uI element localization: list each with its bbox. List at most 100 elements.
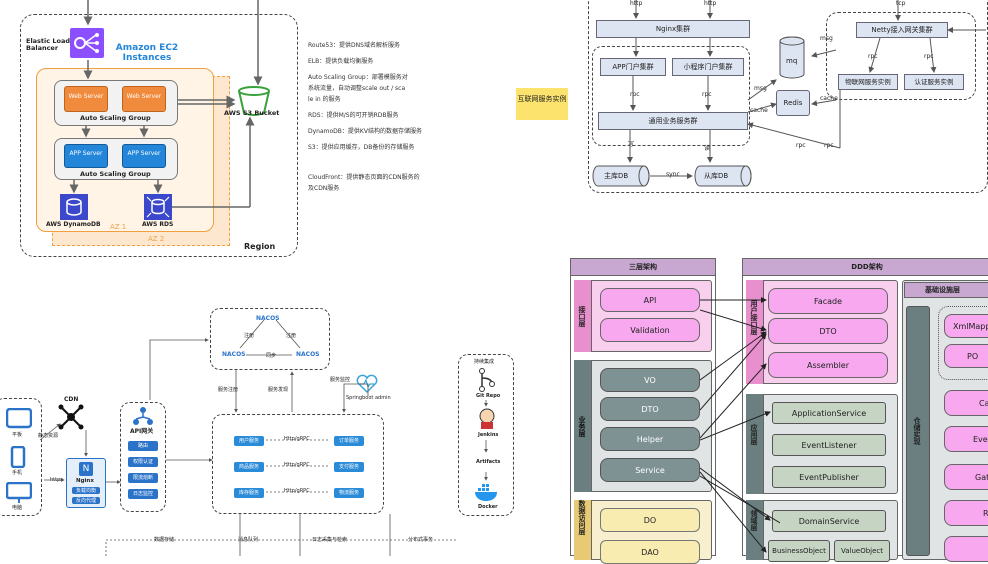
gateway-group [120, 402, 166, 512]
note-line: DynamoDB：提供KV结构的数据存储服务 [308, 128, 422, 135]
interface-layer-side: 接口层 [574, 280, 592, 352]
rpc-link-label: Http/gRPC [284, 436, 310, 442]
cicd-title: 持续集成 [474, 359, 495, 365]
app-server-2: APP Server [122, 144, 166, 168]
docker-label: Docker [478, 504, 498, 510]
aws-notes: Route53：提供DNS域名解析服务 ELB：提供负载均衡服务 Auto Sc… [308, 40, 458, 153]
domain-layer-side: 领域层 [746, 500, 764, 560]
redis-label: Redis [783, 99, 803, 107]
master-db-icon [592, 165, 650, 187]
infra-cache-label: Ca [979, 399, 988, 408]
cloudfront-line: 及CDN服务 [308, 185, 340, 192]
three-validation-label: Validation [630, 326, 670, 335]
services-group [212, 414, 384, 514]
service-label: 商品服务 [238, 464, 259, 470]
rpc-label: rpc [796, 142, 806, 149]
artifact-label: Artifacts [476, 459, 501, 465]
three-do-label: DO [643, 516, 657, 525]
tx-label: 分布式事务 [408, 537, 434, 543]
rpc-label: rpc [702, 91, 712, 98]
infra-extra [944, 536, 988, 562]
region-label: Region [244, 242, 276, 251]
gateway-icon [133, 407, 153, 425]
app-portal-cluster: APP门户集群 [600, 58, 666, 76]
tablet-icon [6, 408, 32, 429]
iot-service: 物联网服务实例 [838, 74, 898, 90]
ddd-application-service: ApplicationService [772, 402, 886, 424]
storage-label: 数据存储 [154, 537, 175, 543]
s3-label: AWS S3 Bucket [224, 109, 280, 117]
micro-arrows [39, 319, 488, 556]
sticky-note-label: 互联网服务实例 [517, 95, 567, 103]
nginx-feature-label: 反向代理 [75, 498, 96, 504]
three-service: Service [600, 458, 700, 482]
aws-region-frame [20, 14, 298, 257]
web-server-2-label: Web Server [126, 93, 162, 100]
gateway-feature-label: 日志监控 [132, 491, 153, 497]
docker-icon [475, 484, 497, 501]
domain-side-label: 领域层 [750, 510, 758, 531]
ddd-publisher-label: EventPublisher [799, 473, 859, 482]
gateway-feature: 路由 [128, 441, 158, 451]
ddd-domain-service: DomainService [772, 510, 886, 532]
ddd-dto: DTO [768, 318, 888, 344]
nacos-top: NACOS [256, 315, 280, 322]
dynamodb-label: AWS DynamoDB [46, 221, 101, 228]
mq-store-label: 消息队列 [238, 537, 259, 543]
nginx-feature: 负载均衡 [72, 487, 100, 494]
git-label: Git Repo [476, 393, 501, 399]
cache-label: cache [820, 95, 838, 102]
three-vo: VO [600, 368, 700, 392]
note-line: Auto Scaling Group：部署模服务对 [308, 74, 408, 81]
app-portal-label: APP门户集群 [612, 63, 654, 71]
infra-po-label: PO [967, 352, 979, 361]
ddd-dto-label: DTO [819, 327, 837, 336]
auth-service: 认证服务实例 [904, 74, 964, 90]
service-node: 支付服务 [334, 462, 364, 472]
service-node: 物流服务 [334, 488, 364, 498]
service-label: 物流服务 [338, 490, 359, 496]
three-api-label: API [643, 296, 657, 305]
register-label: 注册 [244, 333, 255, 339]
three-layer-title: 三层架构 [629, 263, 657, 271]
three-service-label: Service [635, 466, 665, 475]
tcp-label: tcp [896, 0, 906, 7]
user-side-label: 用户接口层 [750, 300, 758, 335]
note-line: 系统流量，自动调整scale out / sca [308, 85, 406, 92]
springboot-label: Springboot admin [346, 395, 391, 401]
sys-arrows [627, 0, 986, 179]
nginx-feature-label: 负载均衡 [75, 488, 96, 494]
rpc-label: rpc [630, 91, 640, 98]
ddd-header: DDD架构 [742, 258, 988, 276]
iot-label: 物联网服务实例 [845, 78, 891, 86]
elb-label: Elastic Load Balancer [26, 37, 71, 53]
three-do: DO [600, 508, 700, 532]
mapper-group [938, 306, 988, 380]
mq-label: mq [786, 57, 798, 65]
three-validation: Validation [600, 318, 700, 342]
gateway-feature-label: 限流熔断 [132, 475, 153, 481]
three-dao-label: DAO [641, 548, 659, 557]
s3-bucket-icon [238, 86, 270, 116]
device-label: 手机 [12, 470, 23, 476]
note-line: ELB：提供负载均衡服务 [308, 58, 374, 65]
three-api: API [600, 288, 700, 312]
common-svc-label: 通用业务服务群 [648, 117, 698, 125]
rpc-label: rpc [924, 53, 934, 60]
note-line: S3：提供应用缓存，DB备份的存储服务 [308, 144, 415, 151]
note-line: RDS：提供M/S的可开销RDB服务 [308, 112, 399, 119]
infra-repo: R [944, 500, 988, 526]
monitor-label: 服务监控 [330, 377, 351, 383]
nginx-logo-icon: N [79, 462, 93, 476]
three-helper: Helper [600, 427, 700, 451]
note-line: Route53：提供DNS域名解析服务 [308, 42, 400, 49]
jenkins-label: Jenkins [478, 432, 499, 438]
storage-side-label: 仓储实现 [913, 417, 921, 445]
rds-label: AWS RDS [142, 221, 174, 228]
service-node: 订单服务 [334, 436, 364, 446]
rds-icon [144, 194, 172, 220]
nginx-cluster-label: Nginx集群 [655, 25, 691, 33]
register-label: 注册 [286, 333, 297, 339]
service-node: 商品服务 [234, 462, 264, 472]
device-label: 电脑 [12, 505, 23, 511]
